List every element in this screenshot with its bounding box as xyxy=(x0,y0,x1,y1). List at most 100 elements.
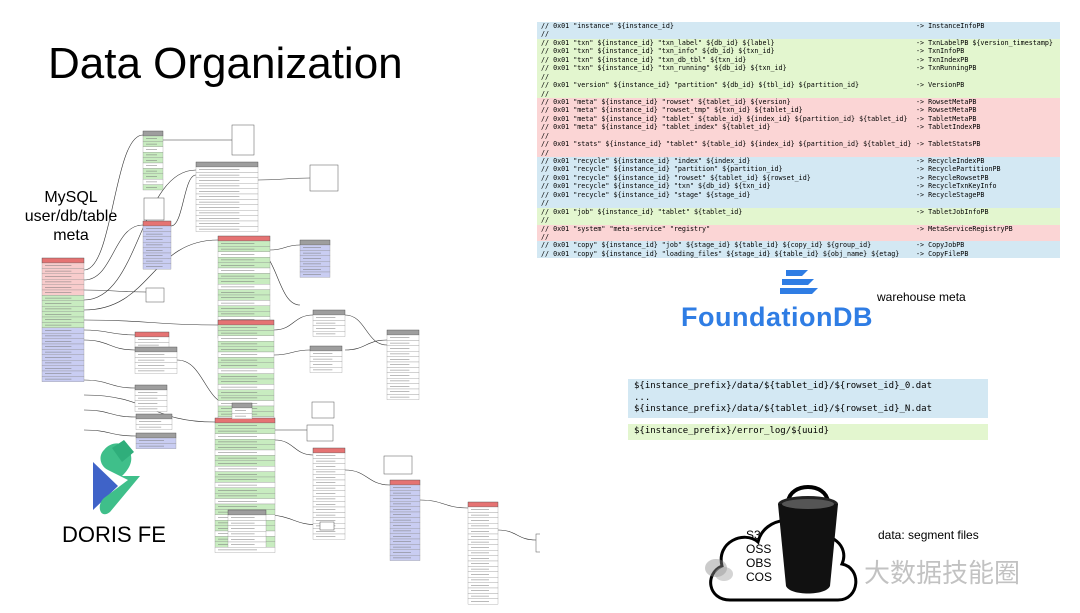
kv-row: // 0x01 "instance" ${instance_id} -> Inst… xyxy=(537,22,1060,31)
schema-link xyxy=(269,244,301,251)
schema-link xyxy=(83,169,197,301)
schema-link xyxy=(170,174,197,227)
bucket-icon xyxy=(778,485,838,594)
storage-oss: OSS xyxy=(746,542,772,556)
kv-value: -> RecycleStagePB xyxy=(916,190,985,199)
schema-link xyxy=(273,349,311,356)
kv-value: -> TxnLabelPB ${version_timestamp} xyxy=(916,38,1053,47)
kv-key: // 0x01 "txn" ${instance_id} "txn_runnin… xyxy=(541,64,787,73)
kv-value xyxy=(916,90,1060,98)
schema-link xyxy=(344,314,388,346)
schema-table-header xyxy=(195,161,259,168)
kv-row: // 0x01 "version" ${instance_id} "partit… xyxy=(537,81,1060,90)
kv-row: // 0x01 "txn" ${instance_id} "txn_runnin… xyxy=(537,64,1060,73)
segment-path-line: ${instance_prefix}/data/${tablet_id}/${r… xyxy=(634,404,933,414)
kv-value xyxy=(916,199,1060,207)
kv-row: // 0x01 "stats" ${instance_id} "tablet" … xyxy=(537,140,1060,149)
watermark-text: 大数据技能圈 xyxy=(864,559,1021,589)
schema-link xyxy=(419,499,469,509)
kv-value: -> RecycleIndexPB xyxy=(916,157,985,165)
schema-note-box xyxy=(143,197,165,221)
kv-value xyxy=(916,216,1060,224)
kv-value: -> MetaServiceRegistryPB xyxy=(916,224,1013,233)
kv-value: -> TabletIndexPB xyxy=(916,123,981,132)
kv-key: // 0x01 "txn" ${instance_id} "txn_db_tbl… xyxy=(541,55,747,64)
kv-value: -> TabletStatsPB xyxy=(916,140,981,149)
schema-table-header xyxy=(389,479,421,486)
kv-row: // 0x01 "recycle" ${instance_id} "partit… xyxy=(537,165,1060,174)
schema-table-header xyxy=(134,346,178,353)
cloud-storage-illustration xyxy=(709,485,858,602)
doris-logo-blue-shape xyxy=(93,462,118,510)
kv-row: // xyxy=(537,131,1060,141)
schema-link xyxy=(344,339,388,351)
kv-value: -> TxnRunningPB xyxy=(916,64,977,73)
schema-note-box xyxy=(535,533,540,553)
schema-note-box xyxy=(319,521,335,531)
kv-key: // 0x01 "meta" ${instance_id} "rowset_tm… xyxy=(541,106,803,115)
kv-key: // xyxy=(541,216,550,225)
kv-key: // 0x01 "system" "meta-service" "registr… xyxy=(541,224,711,233)
warehouse-meta-label: warehouse meta xyxy=(877,290,966,304)
kv-key: // xyxy=(541,131,550,140)
schema-link xyxy=(83,319,219,326)
kv-value: -> TxnInfoPB xyxy=(916,47,965,56)
kv-row: // xyxy=(537,89,1060,98)
schema-note-box xyxy=(311,401,335,419)
kv-value xyxy=(916,30,1060,38)
fdb-logo-suffix: DB xyxy=(832,302,873,332)
kv-value xyxy=(916,233,1060,241)
foundationdb-logo-text: FoundationDB xyxy=(681,302,873,333)
kv-row: // 0x01 "recycle" ${instance_id} "rowset… xyxy=(537,173,1060,183)
kv-row: // 0x01 "recycle" ${instance_id} "stage"… xyxy=(537,190,1060,200)
fe-schema-diagram xyxy=(41,124,540,605)
schema-table-header xyxy=(309,345,343,352)
kv-key: // xyxy=(541,148,550,157)
schema-note-box xyxy=(145,287,165,303)
error-log-path: ${instance_prefix}/error_log/${uuid} xyxy=(634,426,830,436)
kv-key: // 0x01 "recycle" ${instance_id} "index"… xyxy=(541,157,751,165)
doris-logo-green-shape xyxy=(99,443,140,515)
kv-value: -> InstanceInfoPB xyxy=(916,22,985,30)
segment-path-line: ${instance_prefix}/data/${tablet_id}/${r… xyxy=(634,381,933,391)
storage-services-list: S3 OSS OBS COS xyxy=(746,528,772,584)
schema-table-header xyxy=(217,235,271,242)
kv-value: -> VersionPB xyxy=(916,81,965,90)
mysql-label-line-2: user/db/table xyxy=(24,208,118,225)
kv-row: // 0x01 "job" ${instance_id} "tablet" ${… xyxy=(537,207,1060,217)
schema-note-box xyxy=(383,455,413,475)
kv-value: -> TabletJobInfoPB xyxy=(916,207,989,216)
schema-table-header xyxy=(312,309,346,316)
schema-table-header xyxy=(217,319,275,326)
kv-row: // xyxy=(537,199,1060,208)
kv-row: // 0x01 "txn" ${instance_id} "txn_info" … xyxy=(537,47,1060,56)
kv-key: // 0x01 "recycle" ${instance_id} "partit… xyxy=(541,165,783,174)
schema-note-box xyxy=(306,424,334,442)
kv-row: // 0x01 "copy" ${instance_id} "loading_f… xyxy=(537,249,1060,259)
kv-key: // 0x01 "recycle" ${instance_id} "stage"… xyxy=(541,190,751,199)
schema-table-header xyxy=(386,329,420,336)
kv-row: // 0x01 "recycle" ${instance_id} "txn" $… xyxy=(537,182,1060,191)
kv-row: // 0x01 "txn" ${instance_id} "txn_db_tbl… xyxy=(537,55,1060,65)
schema-table-header xyxy=(135,432,177,439)
wechat-watermark-icon xyxy=(705,559,733,581)
kv-row: // 0x01 "meta" ${instance_id} "tablet" $… xyxy=(537,114,1060,124)
kv-key: // 0x01 "instance" ${instance_id} xyxy=(541,22,674,30)
kv-value: -> CopyFilePB xyxy=(916,249,969,258)
schema-table-header xyxy=(299,239,331,246)
kv-row: // xyxy=(537,148,1060,157)
kv-row: // 0x01 "txn" ${instance_id} "txn_label"… xyxy=(537,38,1060,48)
kv-value: -> TabletMetaPB xyxy=(916,114,977,123)
kv-key: // xyxy=(541,30,550,39)
schema-link xyxy=(497,529,537,541)
kv-key: // 0x01 "copy" ${instance_id} "job" ${st… xyxy=(541,241,872,250)
segment-files-label: data: segment files xyxy=(878,528,979,542)
schema-link xyxy=(83,134,144,271)
schema-link xyxy=(83,379,136,389)
schema-table-header xyxy=(41,257,85,264)
kv-key: // 0x01 "meta" ${instance_id} "rowset" $… xyxy=(541,97,791,106)
doris-logo-green-tab xyxy=(112,440,134,462)
segment-path-ellipsis: ... xyxy=(634,392,651,403)
segment-paths-box: ${instance_prefix}/data/${tablet_id}/${r… xyxy=(628,379,988,418)
kv-key: // 0x01 "meta" ${instance_id} "tablet" $… xyxy=(541,114,908,123)
